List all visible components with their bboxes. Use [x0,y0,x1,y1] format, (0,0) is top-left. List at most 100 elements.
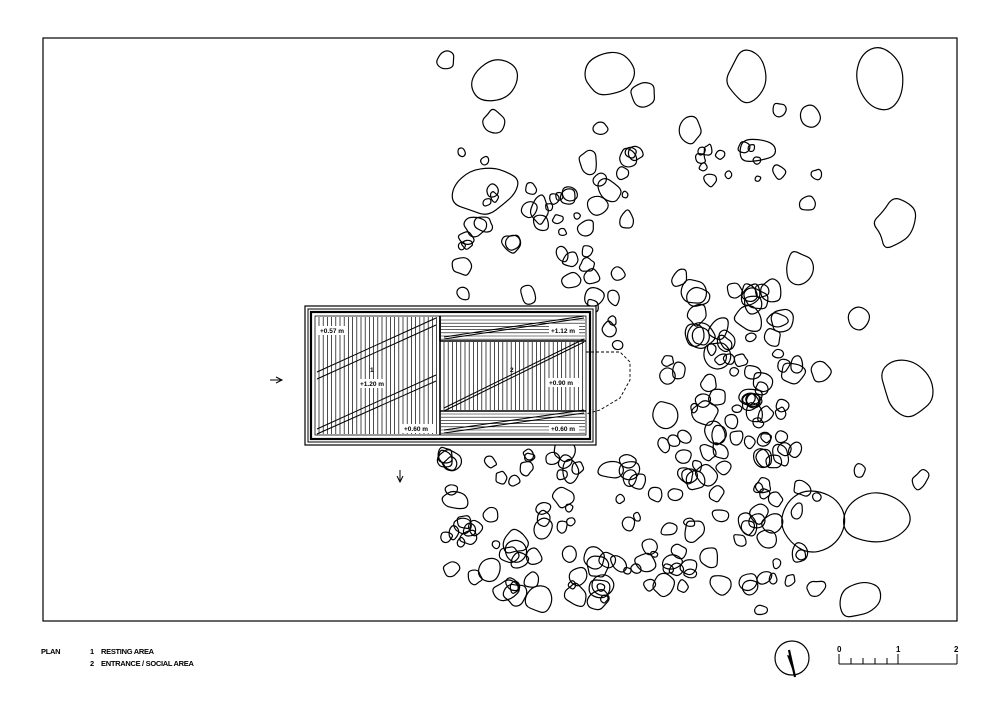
rock-outline [843,492,911,543]
rock-outline [561,251,579,268]
rock-outline [668,562,685,577]
rock-outline [690,402,699,414]
rock-outline [738,388,763,406]
rock-outline [699,443,717,462]
rock-outline [504,539,528,563]
rock-outline [798,195,816,211]
rock-outline [726,49,767,104]
rock-outline [806,580,827,598]
rock-outline [519,461,534,477]
rock-outline [501,234,522,254]
rock-outline [745,392,761,408]
rock-outline [443,456,458,471]
rock-outline [729,430,744,446]
rock-outline [441,490,469,510]
rock-outline [684,323,705,347]
rock-outline [442,561,461,578]
rock-outline [711,509,730,523]
level-label-room2-mid: +0.90 m [549,380,573,387]
rock-outline [674,449,692,464]
rock-outline [467,569,483,586]
rock-outline [592,172,608,187]
rock-outline [652,401,679,430]
rock-outline [495,470,508,485]
rock-outline [524,452,536,463]
rock-outline [667,488,684,502]
rock-outline [559,188,576,205]
rock-outline [754,283,770,299]
rock-outline [748,513,766,529]
rock-outline [708,388,726,406]
rock-outline [770,308,794,333]
rock-outline [652,572,676,598]
rock-outline [619,209,635,229]
rock-outline [740,283,758,303]
rock-outline [670,543,688,560]
rock-outline [457,231,475,246]
rock-outline [607,315,617,326]
rock-outline [520,284,537,305]
rock-outline [556,520,568,534]
rock-outline [483,455,498,469]
rock-outline [810,168,823,181]
rock-outline [460,239,474,250]
legend-label-1: RESTING AREA [101,647,154,656]
section-mark-west [270,376,284,384]
rock-outline [790,502,803,520]
rock-outline [856,47,904,111]
scale-bar [838,654,958,665]
rock-outline [774,406,787,420]
rock-outline [790,355,804,374]
room-number-1: 1 [370,367,374,374]
rock-outline [525,181,538,195]
rock-outline [504,234,521,251]
rock-outline [583,546,605,570]
rock-outline [525,547,543,565]
rock-outline [743,435,756,450]
rock-outline [618,454,637,469]
rock-outline [584,51,636,96]
rock-outline [597,178,622,203]
rock-outline [630,82,656,108]
rock-outline [703,173,718,188]
rock-outline [456,286,470,301]
rock-outline [774,430,789,444]
rock-outline [709,575,732,596]
rock-outline [532,214,550,232]
rock-outline [561,186,578,202]
rock-outline [561,271,582,289]
scale-tick-2: 2 [954,645,959,654]
rock-outline [641,538,658,556]
drawing-frame [42,37,958,622]
legend-number-1: 1 [90,647,94,656]
rock-outline [621,516,636,532]
rock-outline [661,355,675,367]
rock-outline [567,580,577,590]
rock-outline [678,115,702,145]
rock-outline [740,283,761,306]
rock-outline [793,479,812,497]
rock-outline [771,348,785,359]
rock-outline [557,454,573,470]
rock-outline [726,282,744,299]
rock-outline [711,424,727,446]
rock-outline [586,588,610,611]
rock-outline [578,149,597,176]
level-label-room2-bottom: +0.60 m [551,426,575,433]
rock-outline [765,454,783,469]
rock-outline [551,214,564,225]
cabin-building: +0.57 m 1 +1.20 m +1.12 m 2 +0.90 m +0.6… [304,305,631,446]
rock-outline [733,534,747,547]
rock-outline [772,443,790,467]
rock-outline [847,306,871,331]
rock-outline [677,429,692,444]
rock-outline [683,568,698,579]
rock-outline [704,420,726,445]
rock-outline [456,536,466,548]
rock-outline [754,604,769,616]
rock-outline [628,473,647,490]
rock-outline [681,468,699,485]
rock-outline [754,477,772,494]
rock-outline [839,582,882,618]
rock-outline [558,227,568,237]
